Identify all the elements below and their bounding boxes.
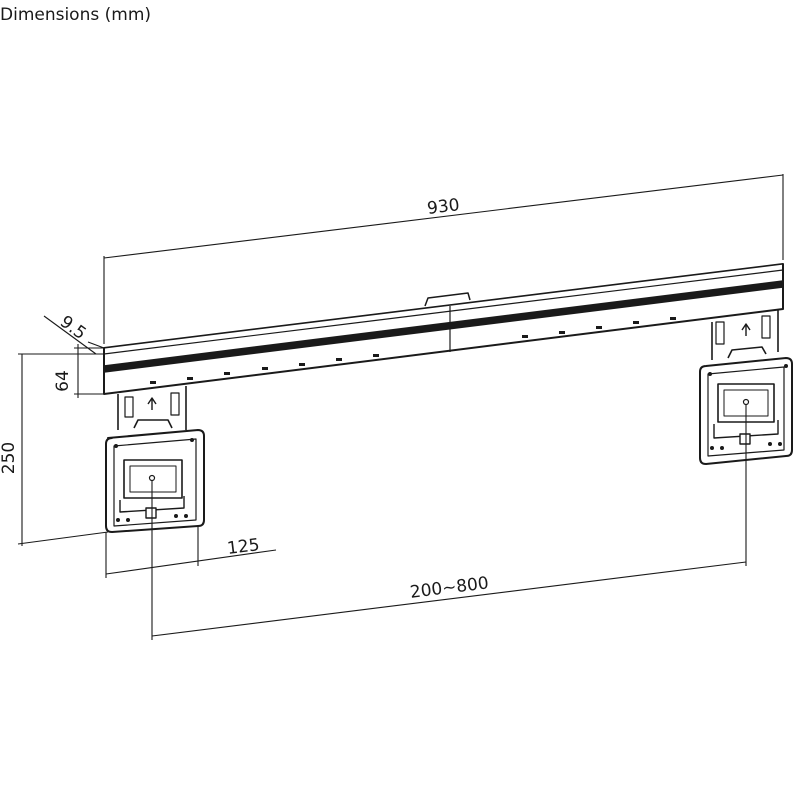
bolt-hole <box>184 514 188 518</box>
bolt-hole <box>174 514 178 518</box>
bolt-hole <box>784 364 788 368</box>
right-bracket-arm <box>711 310 779 360</box>
right-bracket-center-hole <box>742 398 750 406</box>
left-bracket-center-hole <box>148 474 156 482</box>
right-bracket-hook <box>727 346 767 359</box>
bolt-hole <box>116 518 120 522</box>
bolt-hole <box>126 518 130 522</box>
label-depth: 9.5 <box>56 312 90 344</box>
left-bracket-window-inner <box>129 465 177 493</box>
arrow-up-icon <box>741 323 751 336</box>
rail-hole <box>373 354 379 357</box>
rail-hole <box>187 377 193 380</box>
rail-hole <box>262 367 268 370</box>
dimension-lines <box>17 174 784 640</box>
right-bracket-arm-slot <box>715 321 725 345</box>
bolt-hole <box>190 438 194 442</box>
bolt-hole <box>720 446 724 450</box>
bolt-hole <box>710 446 714 450</box>
dim-250-ext-bottom <box>17 531 109 545</box>
dim-930-line <box>103 174 784 259</box>
rail-center-clip <box>424 292 471 307</box>
label-bracket-spacing: 200~800 <box>409 573 490 602</box>
rail-holes <box>150 317 676 384</box>
left-bracket-plate <box>105 429 205 533</box>
rail-hole <box>670 317 676 320</box>
rail-hole <box>559 331 565 334</box>
bolt-hole <box>708 372 712 376</box>
left-bracket-hook <box>133 419 173 429</box>
left-bracket-arm-slot <box>124 396 134 418</box>
left-bracket-bolts <box>114 438 194 522</box>
rail-lower-lip <box>103 280 784 373</box>
rail-hole <box>336 358 342 361</box>
arrow-up-icon <box>147 397 157 410</box>
dim-spacing-line <box>151 561 747 637</box>
page-title: Dimensions (mm) <box>0 5 152 25</box>
rail-hole <box>299 363 305 366</box>
rail-hole <box>224 372 230 375</box>
label-overall-width: 930 <box>426 195 461 219</box>
right-bracket-bolts <box>708 364 788 450</box>
bolt-hole <box>768 442 772 446</box>
rail-hole <box>150 381 156 384</box>
left-tv-bracket <box>105 386 205 533</box>
label-rail-height: 64 <box>53 370 73 392</box>
left-bracket-arm <box>117 386 187 430</box>
right-bracket-plate-inner <box>707 366 785 457</box>
wall-rail <box>103 263 784 395</box>
dimension-labels: 930 9.5 64 250 125 200~800 <box>0 195 490 603</box>
label-total-height: 250 <box>0 442 19 474</box>
lock-icon <box>739 433 751 445</box>
rail-hole <box>596 326 602 329</box>
right-bracket-arm-slot <box>761 315 771 339</box>
label-bracket-width: 125 <box>226 535 261 559</box>
dim-9-5-ext <box>87 341 105 349</box>
lock-icon <box>145 507 157 519</box>
left-bracket-window <box>123 459 183 499</box>
dim-125-line <box>105 549 277 575</box>
left-bracket-plate-inner <box>113 438 197 527</box>
left-bracket-arm-slot <box>170 392 180 416</box>
bolt-hole <box>114 444 118 448</box>
rail-hole <box>522 335 528 338</box>
bolt-hole <box>778 442 782 446</box>
rail-hole <box>633 321 639 324</box>
